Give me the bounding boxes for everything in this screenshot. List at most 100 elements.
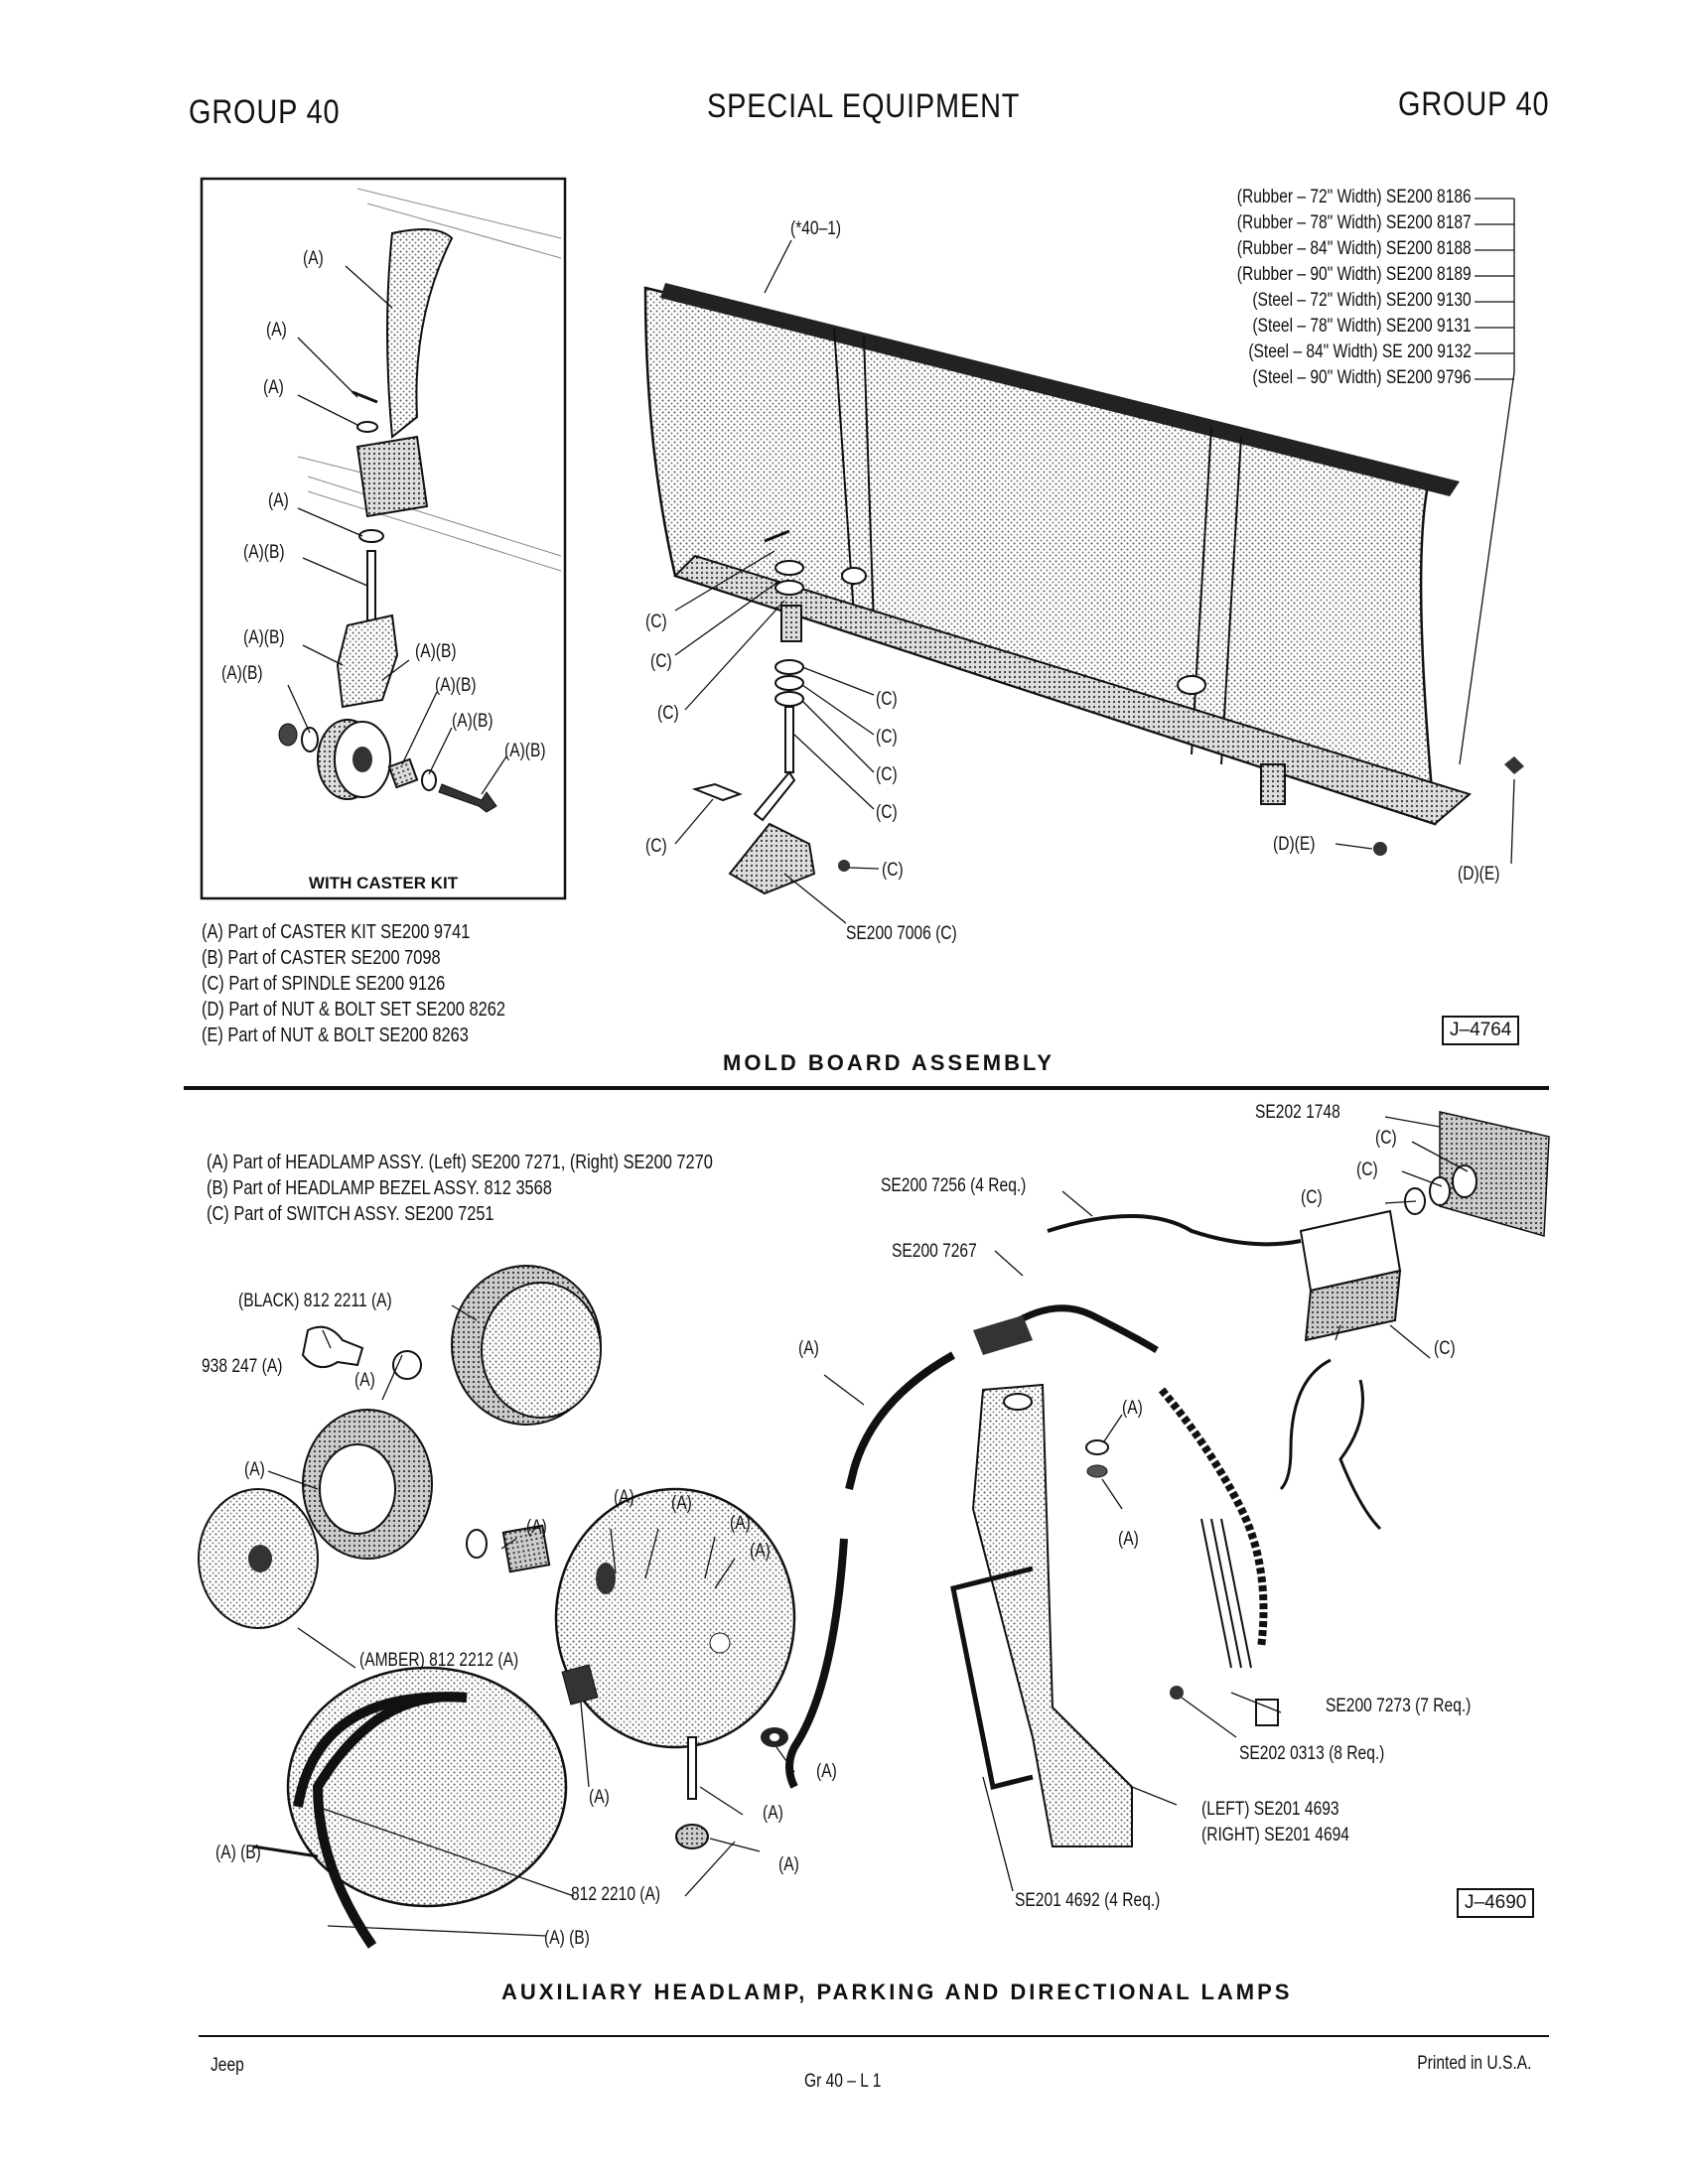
part-label: (C): [1434, 1338, 1456, 1359]
blade-part-2: (Rubber – 84" Width) SE200 8188: [1237, 238, 1472, 259]
part-label: (A): [816, 1761, 837, 1782]
headlamp-legend: (A) Part of HEADLAMP ASSY. (Left) SE200 …: [207, 1150, 824, 1227]
header-group-right: GROUP 40: [1398, 85, 1550, 123]
blade-part-1: (Rubber – 78" Width) SE200 8187: [1237, 212, 1472, 233]
inset-label: (A)(B): [221, 663, 263, 684]
skid-part-label: SE200 7006 (C): [846, 923, 957, 944]
headlamp-diagram: [198, 1111, 1550, 1949]
spindle-label: (C): [876, 802, 898, 823]
part-label: (A): [750, 1541, 771, 1562]
part-label: SE200 7267: [892, 1241, 977, 1262]
part-label: SE202 1748: [1255, 1102, 1340, 1123]
blade-part-4: (Steel – 72" Width) SE200 9130: [1252, 290, 1472, 311]
part-label: (A): [614, 1487, 634, 1508]
spindle-label: (C): [876, 764, 898, 785]
footer-rule: [199, 2035, 1549, 2037]
legend-item: (A) Part of CASTER KIT SE200 9741: [202, 921, 471, 943]
skid-shoe: [728, 822, 816, 895]
section-divider: [184, 1086, 1549, 1090]
footer-brand: Jeep: [211, 2055, 244, 2076]
part-label: (RIGHT) SE201 4694: [1201, 1825, 1349, 1845]
bolt-label: (D)(E): [1458, 864, 1500, 885]
footer-page: Gr 40 – L 1: [804, 2071, 882, 2092]
caster-arm: [386, 228, 454, 439]
part-label: (A): [526, 1517, 547, 1538]
part-label: (A): [354, 1370, 375, 1391]
part-label: 938 247 (A): [202, 1356, 283, 1377]
part-label: 812 2210 (A): [571, 1884, 661, 1905]
mold-board-caption: MOLD BOARD ASSEMBLY: [723, 1050, 1055, 1075]
caster-bracket: [355, 435, 429, 518]
bulb: [301, 1325, 364, 1369]
headlamp-caption: AUXILIARY HEADLAMP, PARKING AND DIRECTIO…: [501, 1979, 1293, 2004]
caster-kit-inset-frame: [200, 177, 567, 900]
bezel-ring: [293, 1692, 468, 1949]
blade-callout: (*40–1): [790, 218, 842, 239]
legend-item: (E) Part of NUT & BOLT SE200 8263: [202, 1024, 469, 1046]
footer-printed: Printed in U.S.A.: [1416, 2053, 1531, 2074]
blade-cutting-edge: [673, 554, 1473, 826]
inset-label: (A)(B): [415, 641, 457, 662]
harness-7267: [1000, 1304, 1159, 1354]
blade-part-3: (Rubber – 90" Width) SE200 8189: [1237, 264, 1472, 285]
spindle-label: (C): [876, 689, 898, 710]
inset-label: (A): [268, 490, 289, 511]
part-label: SE200 7273 (7 Req.): [1326, 1696, 1472, 1716]
part-label: (A): [671, 1493, 692, 1514]
part-label: (A): [730, 1513, 751, 1534]
headlamp-housing: [554, 1487, 796, 1749]
part-label: (A): [763, 1803, 783, 1824]
part-label: (C): [1375, 1128, 1397, 1149]
spindle-label: (C): [650, 651, 672, 672]
mold-board-diagram: [200, 177, 1524, 924]
part-label: (BLACK) 812 2211 (A): [238, 1291, 392, 1311]
inset-caption: WITH CASTER KIT: [308, 874, 459, 892]
part-label: (AMBER) 812 2212 (A): [359, 1650, 519, 1671]
header-title: SPECIAL EQUIPMENT: [707, 87, 1021, 125]
inset-label: (A): [263, 377, 284, 398]
legend-item: (D) Part of NUT & BOLT SET SE200 8262: [202, 999, 505, 1021]
part-label: (A): [798, 1338, 819, 1359]
mold-board-legend: (A) Part of CASTER KIT SE200 9741 (B) Pa…: [202, 919, 572, 1048]
legend-item: (B) Part of HEADLAMP BEZEL ASSY. 812 356…: [207, 1177, 552, 1199]
blade-top-edge: [660, 283, 1460, 496]
bolt-label: (D)(E): [1273, 834, 1316, 855]
part-label: (A) (B): [544, 1928, 590, 1949]
blade-part-6: (Steel – 84" Width) SE 200 9132: [1248, 341, 1472, 362]
lamp-bracket: [971, 1383, 1133, 1847]
part-label: (A): [1118, 1529, 1139, 1550]
headlamp-lens: [286, 1666, 568, 1908]
spindle-label: (C): [645, 612, 667, 632]
u-bolt: [950, 1566, 1034, 1791]
figure-ref-j4764: J–4764: [1442, 1016, 1520, 1045]
legend-item: (C) Part of SPINDLE SE200 9126: [202, 973, 446, 995]
header-group-left: GROUP 40: [189, 93, 341, 131]
wire-7256: [1047, 1214, 1302, 1247]
part-label: (C): [1356, 1160, 1378, 1180]
part-label: SE200 7256 (4 Req.): [881, 1175, 1027, 1196]
inset-label: (A)(B): [243, 542, 285, 563]
inset-label: (A)(B): [504, 741, 546, 761]
part-label: (A): [244, 1459, 265, 1480]
legend-item: (B) Part of CASTER SE200 7098: [202, 947, 441, 969]
blade-part-5: (Steel – 78" Width) SE200 9131: [1252, 316, 1472, 337]
inset-label: (A)(B): [243, 627, 285, 648]
inset-label: (A): [303, 248, 324, 269]
caster-fork: [336, 614, 399, 709]
inset-label: (A)(B): [452, 711, 493, 732]
part-label: (LEFT) SE201 4693: [1201, 1799, 1339, 1820]
blade-part-0: (Rubber – 72" Width) SE200 8186: [1237, 187, 1472, 207]
caster-spindle: [366, 550, 376, 621]
legend-item: (C) Part of SWITCH ASSY. SE200 7251: [207, 1203, 494, 1225]
part-label: (C): [1301, 1187, 1323, 1208]
spindle-label: (C): [876, 727, 898, 748]
inset-label: (A)(B): [435, 675, 477, 696]
blade-part-7: (Steel – 90" Width) SE200 9796: [1252, 367, 1472, 388]
switch-plate: [1439, 1111, 1550, 1237]
part-label: (A): [589, 1787, 610, 1808]
spindle-label: (C): [882, 860, 904, 881]
spindle-label: (C): [645, 836, 667, 857]
inset-label: (A): [266, 320, 287, 341]
part-label: (A): [778, 1854, 799, 1875]
spindle-shaft: [784, 706, 794, 773]
